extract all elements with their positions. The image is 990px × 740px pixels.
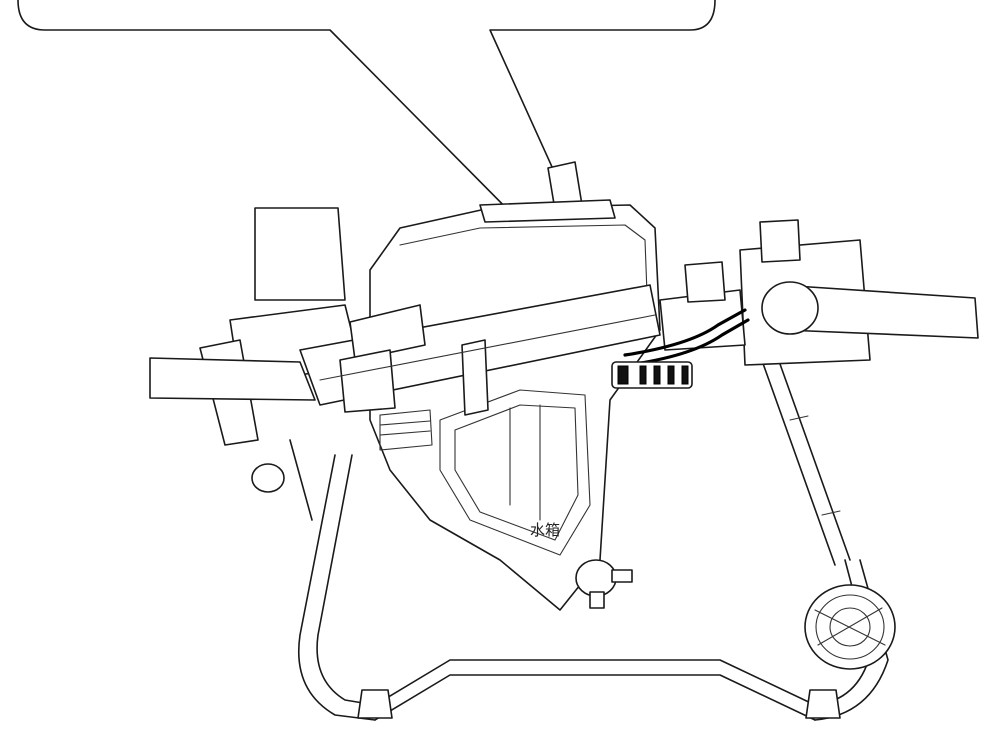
rear-wheel — [804, 584, 896, 670]
spray-tank: 水箱 — [369, 204, 661, 611]
tank-marking: 水箱 — [530, 521, 560, 539]
tank-cap — [479, 161, 616, 223]
bottom-nozzle — [575, 559, 633, 609]
arm-beam — [149, 284, 661, 416]
landing-gear — [298, 349, 889, 721]
callout-lines — [17, 0, 716, 329]
highlighted-hose — [611, 308, 750, 389]
